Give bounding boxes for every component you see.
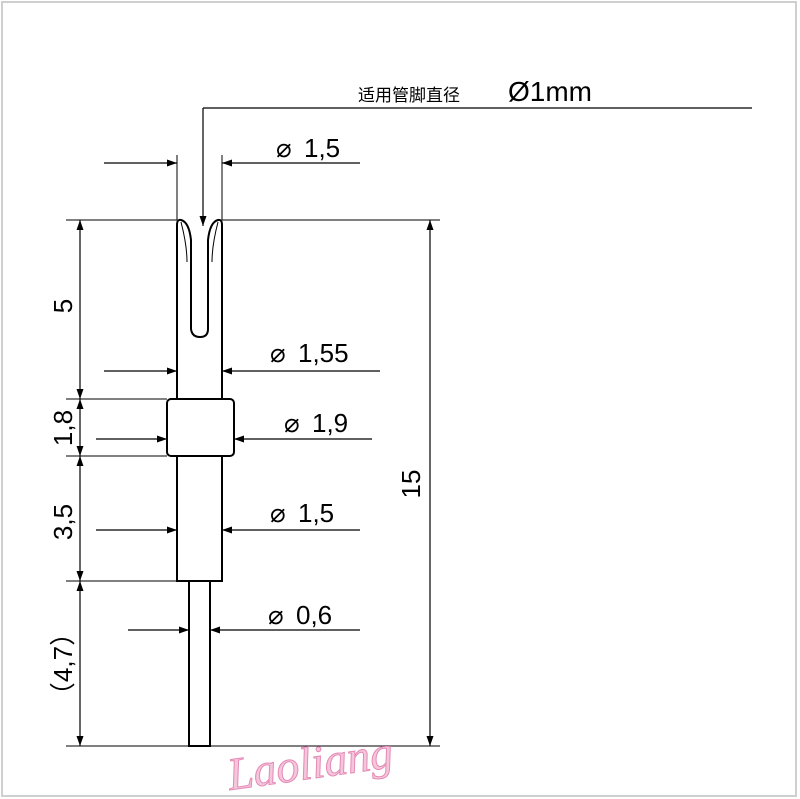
note-value: Ø1mm bbox=[508, 76, 592, 107]
dim-collar-value: 1,9 bbox=[312, 408, 348, 438]
fork-inner-curve-right bbox=[211, 221, 219, 263]
dim-pin-value: 0,6 bbox=[296, 600, 332, 630]
dim-body-symbol: ⌀ bbox=[270, 498, 286, 528]
dim-body-value: 1,5 bbox=[298, 498, 334, 528]
watermark-logo: Laoliang bbox=[223, 726, 396, 799]
pin-fork bbox=[176, 218, 223, 400]
dim-pin-symbol: ⌀ bbox=[268, 600, 284, 630]
dim-collar-length-label: 1,8 bbox=[48, 410, 78, 446]
note-label: 适用管脚直径 bbox=[358, 86, 460, 105]
dim-fork-length-label: 5 bbox=[48, 299, 78, 313]
dim-body-length-label: 3,5 bbox=[48, 504, 78, 540]
dim-top-symbol: ⌀ bbox=[276, 133, 292, 163]
dim-pin-length-label: （4,7） bbox=[48, 620, 78, 708]
pin-collar bbox=[166, 398, 235, 457]
dim-fork-symbol: ⌀ bbox=[270, 338, 286, 368]
fork-inner-curve-left bbox=[180, 221, 188, 263]
pin-body bbox=[176, 455, 223, 582]
dim-total-length-label: 15 bbox=[396, 470, 426, 499]
pin-part bbox=[166, 218, 235, 747]
pin-tail bbox=[188, 580, 211, 747]
dim-fork-value: 1,55 bbox=[298, 338, 349, 368]
dim-collar-symbol: ⌀ bbox=[284, 408, 300, 438]
dim-top-value: 1,5 bbox=[304, 133, 340, 163]
